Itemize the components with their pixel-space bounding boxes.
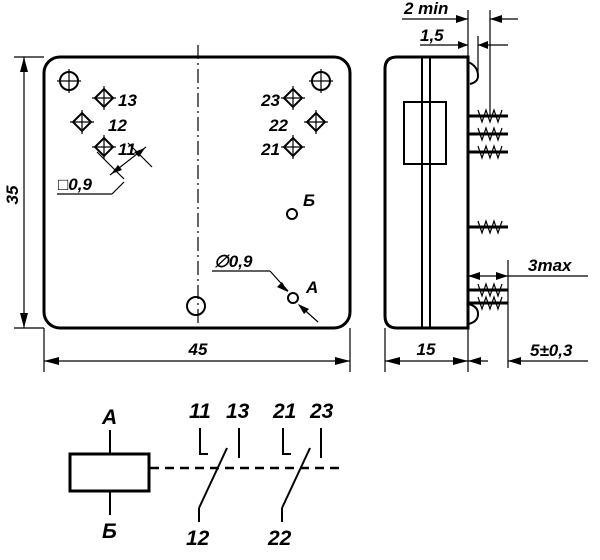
pin-side <box>468 144 508 160</box>
square-pin-callout <box>57 142 153 195</box>
top-clearance-dimension <box>402 10 518 116</box>
pin-23 <box>281 86 305 110</box>
depth-dim-label: 15 <box>417 340 436 359</box>
height-dim-label: 35 <box>3 185 22 204</box>
round-pin-size-label: ∅0,9 <box>214 252 253 271</box>
coil-terminal-a <box>287 292 299 304</box>
pin-length-label: 5±0,3 <box>530 341 573 360</box>
mounting-hole <box>57 69 81 93</box>
pin-side <box>468 282 508 298</box>
pin-side <box>468 219 508 235</box>
pin-side <box>468 126 508 142</box>
pin-21 <box>281 135 305 159</box>
pin-length-max-dimension <box>468 260 588 368</box>
pin-side <box>468 108 508 124</box>
pin-13 <box>92 86 116 110</box>
contact1-label-11: 11 <box>189 400 211 423</box>
mounting-hole <box>186 296 206 316</box>
contact2-label-23: 23 <box>309 400 334 423</box>
pin-label-23: 23 <box>260 91 280 110</box>
relay-body-side <box>383 55 470 330</box>
mounting-hole <box>309 69 333 93</box>
top-offset-label: 1,5 <box>420 26 444 45</box>
width-dimension <box>43 328 351 372</box>
width-dim-label: 45 <box>188 340 208 359</box>
pin-label-22: 22 <box>268 116 288 135</box>
relay-body-front <box>42 55 352 330</box>
contact-group-1 <box>198 428 240 522</box>
contact1-label-13: 13 <box>226 400 250 423</box>
round-pin-callout <box>212 270 319 323</box>
pin-length-max-label: 3max <box>528 256 573 275</box>
pin-side <box>468 295 508 311</box>
side-window <box>403 101 447 165</box>
coil-symbol <box>68 452 151 493</box>
coil-terminal-b <box>286 208 298 220</box>
coil-label-a: A <box>101 406 117 429</box>
contact2-label-22: 22 <box>267 527 292 550</box>
pin-11 <box>92 135 116 159</box>
height-dimension <box>14 56 44 329</box>
top-clearance-label: 2 min <box>403 0 448 18</box>
schematic: A Б 11 13 12 21 23 22 <box>68 400 342 550</box>
contact2-label-21: 21 <box>272 400 296 423</box>
pin-label-21: 21 <box>260 140 280 159</box>
pin-12 <box>70 110 94 134</box>
side-view: 2 min 1,5 3max 15 5±0,3 <box>383 0 588 372</box>
depth-dimension <box>384 328 469 372</box>
pin-label-13: 13 <box>118 91 137 110</box>
coil-terminal-b-label: Б <box>303 191 315 210</box>
coil-terminal-a-label: A <box>305 278 318 297</box>
front-view: 13 12 11 23 22 21 □0,9 Б A <box>3 45 352 372</box>
square-pin-size-label: □0,9 <box>58 175 92 194</box>
pin-22 <box>304 110 328 134</box>
contact-group-2 <box>281 428 322 522</box>
contact1-label-12: 12 <box>186 527 210 550</box>
pin-length-dimension <box>468 357 588 365</box>
pin-label-12: 12 <box>108 116 127 135</box>
coil-label-b: Б <box>102 520 117 543</box>
pin-label-11: 11 <box>118 140 136 159</box>
